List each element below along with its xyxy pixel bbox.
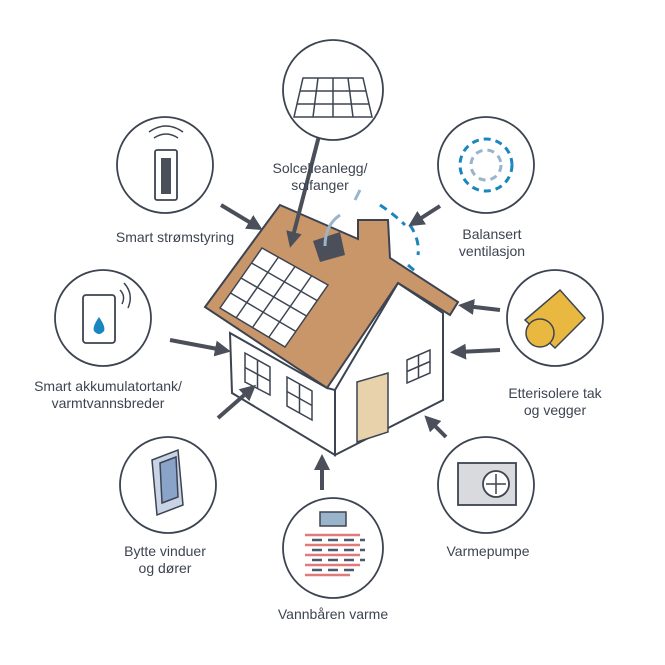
remote-control-icon: [148, 125, 184, 201]
label-solar-line1: Solcelleanlegg/: [272, 160, 368, 176]
insulation-roll-icon: [523, 288, 587, 350]
water-tank-icon: [82, 282, 131, 344]
label-ventilation-line1: Balansert: [462, 226, 522, 242]
label-tank: Smart akkumulatortank/varmtvannsbreder: [34, 378, 182, 412]
ventilation-arrows-roof: [379, 203, 420, 274]
skylight: [313, 232, 345, 262]
label-insulation-line2: og vegger: [523, 402, 587, 418]
label-windows-line2: og dører: [138, 560, 192, 576]
label-ventilation-line2: ventilasjon: [458, 243, 526, 259]
window-pane-icon: [151, 448, 184, 517]
label-tank-line1: Smart akkumulatortank/: [34, 378, 182, 394]
house: [203, 189, 460, 457]
waterborne-circle: [282, 497, 384, 599]
airflow-arrow: [323, 189, 362, 247]
ventilation-circle: [437, 116, 535, 214]
label-solar: Solcelleanlegg/solfanger: [273, 160, 368, 194]
ventilation-icon: [458, 137, 514, 193]
door: [356, 372, 389, 444]
heat-pump-icon: [457, 462, 517, 506]
window-right: [406, 348, 431, 385]
label-smart-power: Smart strømstyring: [115, 229, 235, 245]
label-solar-line2: solfanger: [291, 177, 349, 193]
label-tank-line2: varmtvannsbreder: [51, 395, 165, 411]
label-heat-pump: Varmepumpe: [446, 543, 530, 559]
window-middle: [286, 375, 313, 422]
solar-panel: [218, 247, 330, 349]
water-drop-icon: [93, 317, 105, 334]
label-waterborne: Vannbåren varme: [277, 606, 389, 622]
label-insulation-line1: Etterisolere tak: [508, 385, 602, 401]
arrows: [169, 131, 501, 490]
label-windows-line1: Bytte vinduer: [124, 543, 206, 559]
floor-heating-icon: [305, 511, 365, 577]
solar-panel-icon: [293, 77, 373, 118]
window-left: [244, 351, 271, 397]
